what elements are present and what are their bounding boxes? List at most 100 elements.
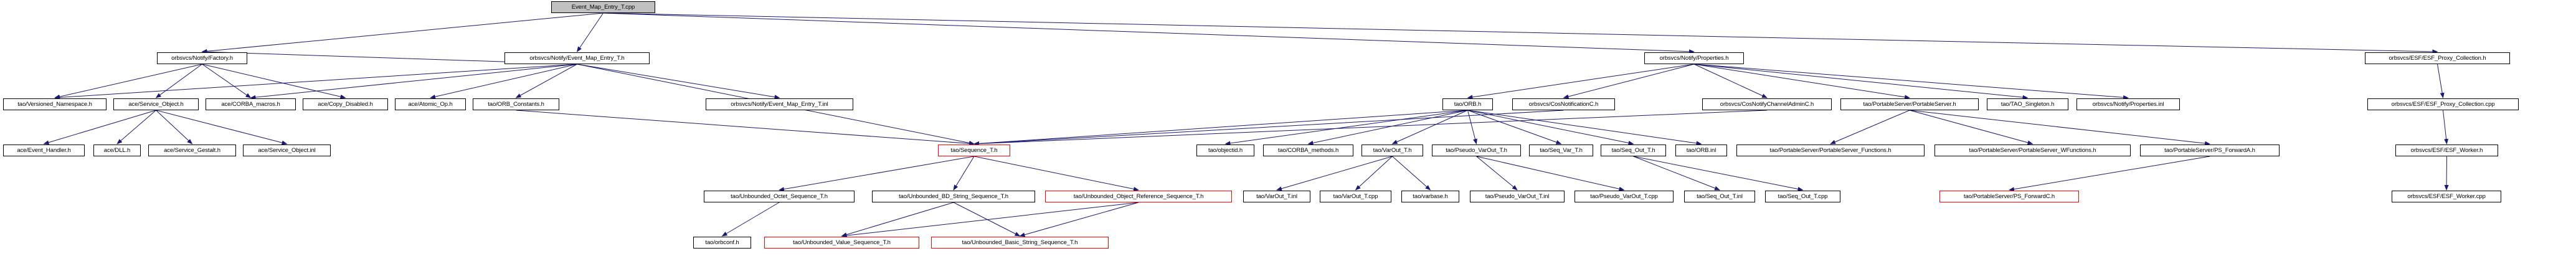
graph-edge (779, 156, 975, 192)
graph-node[interactable]: orbsvcs/ESF/ESF_Proxy_Collection.cpp (2367, 98, 2519, 110)
graph-node-label: ace/Service_Object.inl (258, 146, 316, 154)
graph-node[interactable]: tao/Unbounded_Basic_String_Sequence_T.h (931, 237, 1109, 249)
graph-node-label: tao/Seq_Var_T.h (1540, 146, 1583, 154)
graph-node[interactable]: tao/PortableServer/PortableServer_WFunct… (1934, 145, 2131, 156)
graph-edge (515, 64, 577, 98)
graph-node-label: ace/Copy_Disabled.h (318, 100, 373, 108)
graph-node[interactable]: orbsvcs/ESF/ESF_Worker.h (2395, 145, 2498, 156)
graph-node[interactable]: orbsvcs/Notify/Event_Map_Entry_T.h (504, 52, 650, 64)
graph-edge (516, 110, 975, 146)
graph-node[interactable]: orbsvcs/CosNotifyChannelAdminC.h (1702, 98, 1832, 110)
graph-node-label: tao/VarOut_T.h (1373, 146, 1412, 154)
graph-node-label: tao/Pseudo_VarOut_T.cpp (1590, 192, 1658, 200)
graph-node[interactable]: tao/VarOut_T.inl (1243, 191, 1310, 202)
graph-node-label: ace/Atomic_Op.h (408, 100, 453, 108)
graph-node[interactable]: tao/PortableServer/PS_ForwardC.h (1939, 191, 2079, 202)
graph-node-label: ace/Service_Gestalt.h (164, 146, 220, 154)
graph-node[interactable]: tao/VarOut_T.h (1361, 145, 1423, 156)
graph-edge (953, 202, 1021, 237)
graph-node[interactable]: tao/ORB.inl (1675, 145, 1727, 156)
graph-node[interactable]: tao/Unbounded_Octet_Sequence_T.h (704, 191, 855, 202)
graph-edge (156, 110, 288, 145)
graph-node-label: tao/ORB.h (1454, 100, 1482, 108)
graph-edge (250, 64, 577, 100)
graph-node[interactable]: tao/CORBA_methods.h (1263, 145, 1353, 156)
graph-node[interactable]: tao/PortableServer/PortableServer.h (1840, 98, 1979, 110)
graph-node[interactable]: ace/Event_Handler.h (3, 145, 85, 156)
graph-node[interactable]: tao/Pseudo_VarOut_T.inl (1470, 191, 1565, 202)
graph-node[interactable]: tao/Unbounded_Object_Reference_Sequence_… (1045, 191, 1232, 202)
graph-edge (1830, 110, 1910, 145)
graph-node-label: orbsvcs/Notify/Properties.h (1659, 54, 1729, 62)
graph-node[interactable]: tao/ORB_Constants.h (473, 98, 559, 110)
graph-node[interactable]: orbsvcs/Notify/Factory.h (157, 52, 247, 64)
graph-node-label: ace/Event_Handler.h (17, 146, 71, 154)
graph-node[interactable]: tao/VarOut_T.cpp (1320, 191, 1391, 202)
graph-node[interactable]: tao/Unbounded_Value_Sequence_T.h (764, 237, 919, 249)
graph-node-label: tao/Seq_Out_T.cpp (1778, 192, 1828, 200)
graph-edge (1693, 64, 1910, 100)
graph-node-label: orbsvcs/ESF/ESF_Proxy_Collection.cpp (2391, 100, 2495, 108)
graph-node[interactable]: tao/Seq_Var_T.h (1529, 145, 1593, 156)
graph-node[interactable]: tao/PortableServer/PS_ForwardA.h (2140, 145, 2280, 156)
graph-node[interactable]: Event_Map_Entry_T.cpp (551, 1, 655, 13)
graph-node-label: tao/PortableServer/PortableServer_WFunct… (1969, 146, 2096, 154)
graph-node-label: Event_Map_Entry_T.cpp (571, 3, 635, 11)
graph-edge (1693, 64, 2029, 100)
graph-edge (1224, 110, 1468, 146)
graph-node[interactable]: orbsvcs/ESF/ESF_Worker.cpp (2392, 191, 2501, 202)
graph-node[interactable]: tao/objectid.h (1196, 145, 1254, 156)
graph-edge (1693, 64, 2129, 100)
graph-edge (54, 64, 577, 100)
graph-node[interactable]: orbsvcs/Notify/Properties.inl (2076, 98, 2180, 110)
graph-edge (973, 110, 1468, 146)
graph-node-label: tao/ORB.inl (1686, 146, 1717, 154)
graph-node[interactable]: orbsvcs/ESF/ESF_Proxy_Collection.h (2365, 52, 2510, 64)
graph-node[interactable]: tao/orbconf.h (693, 237, 751, 249)
graph-node[interactable]: orbsvcs/Notify/Properties.h (1644, 52, 1744, 64)
graph-node-label: tao/Unbounded_Octet_Sequence_T.h (731, 192, 828, 200)
graph-edge (155, 64, 202, 98)
graph-node[interactable]: tao/Versioned_Namespace.h (3, 98, 107, 110)
graph-node-label: tao/CORBA_methods.h (1277, 146, 1339, 154)
graph-node[interactable]: tao/varbase.h (1401, 191, 1459, 202)
graph-node[interactable]: tao/Sequence_T.h (938, 145, 1010, 156)
graph-node[interactable]: tao/Seq_Out_T.h (1601, 145, 1666, 156)
graph-node-label: orbsvcs/ESF/ESF_Proxy_Collection.h (2389, 54, 2486, 62)
graph-node-label: tao/Unbounded_BD_String_Sequence_T.h (899, 192, 1008, 200)
graph-node[interactable]: ace/Atomic_Op.h (395, 98, 466, 110)
graph-node[interactable]: tao/ORB.h (1442, 98, 1493, 110)
graph-edge (202, 64, 252, 98)
graph-edge (1633, 156, 1720, 191)
graph-node[interactable]: ace/Service_Object.inl (243, 145, 331, 156)
graph-node[interactable]: orbsvcs/Notify/Event_Map_Entry_T.inl (706, 98, 853, 110)
graph-node-label: ace/CORBA_macros.h (221, 100, 280, 108)
graph-node[interactable]: ace/CORBA_macros.h (206, 98, 296, 110)
graph-node[interactable]: tao/TAO_Singleton.h (1987, 98, 2068, 110)
graph-edge (1467, 110, 1562, 145)
graph-edge (973, 156, 1139, 191)
graph-edge (2443, 110, 2449, 145)
graph-node[interactable]: tao/Seq_Out_T.inl (1684, 191, 1755, 202)
graph-node[interactable]: tao/Pseudo_VarOut_T.cpp (1574, 191, 1674, 202)
graph-node[interactable]: tao/Seq_Out_T.cpp (1765, 191, 1840, 202)
graph-node-label: tao/Unbounded_Object_Reference_Sequence_… (1073, 192, 1204, 200)
graph-node[interactable]: tao/Unbounded_BD_String_Sequence_T.h (872, 191, 1035, 202)
graph-node[interactable]: ace/Copy_Disabled.h (303, 98, 388, 110)
graph-node-label: tao/orbconf.h (705, 239, 739, 246)
graph-node[interactable]: tao/Pseudo_VarOut_T.h (1432, 145, 1521, 156)
graph-edge (973, 110, 1768, 146)
graph-node[interactable]: ace/Service_Object.h (113, 98, 199, 110)
graph-node[interactable]: ace/DLL.h (93, 145, 141, 156)
graph-node-label: ace/DLL.h (103, 146, 131, 154)
graph-node[interactable]: tao/PortableServer/PortableServer_Functi… (1736, 145, 1925, 156)
graph-edge (1909, 110, 2210, 146)
graph-node-label: tao/Seq_Out_T.inl (1697, 192, 1743, 200)
graph-node[interactable]: ace/Service_Gestalt.h (148, 145, 236, 156)
graph-node-label: tao/Unbounded_Value_Sequence_T.h (793, 239, 891, 246)
graph-node-label: tao/VarOut_T.cpp (1333, 192, 1378, 200)
graph-node-label: tao/Unbounded_Basic_String_Sequence_T.h (962, 239, 1078, 246)
graph-node[interactable]: orbsvcs/CosNotificationC.h (1512, 98, 1615, 110)
